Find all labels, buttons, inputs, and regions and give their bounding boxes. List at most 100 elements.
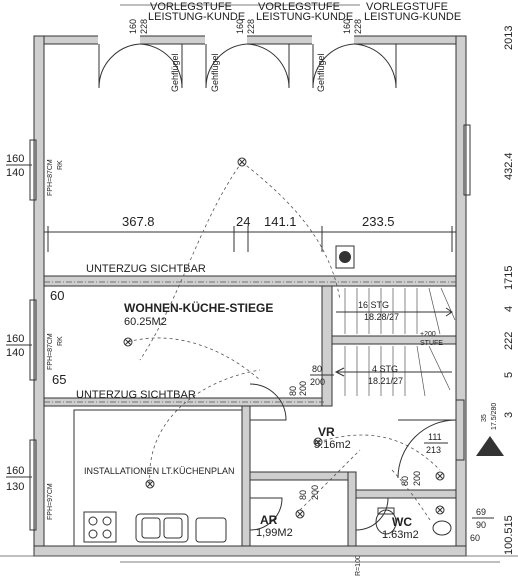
stairs xyxy=(334,287,456,397)
ceiling-light-icon xyxy=(313,437,323,447)
stair-steps-label: 4 STG xyxy=(372,364,398,374)
door-swing-2a xyxy=(205,43,248,89)
door-swing-3a xyxy=(312,43,355,89)
door-height-label: 200 xyxy=(298,381,308,396)
door-dim-label: 228 xyxy=(246,19,256,34)
right-window-frame xyxy=(463,124,471,196)
entrance-frame xyxy=(455,399,465,461)
leistung-kunde-label: LEISTUNG-KUNDE xyxy=(256,11,353,23)
stair-tread xyxy=(416,345,426,397)
ceiling-light-icon xyxy=(435,505,445,515)
door-dim-label: 228 xyxy=(139,19,149,34)
top-doors xyxy=(98,4,397,89)
window-frame-3 xyxy=(29,439,37,531)
stair-ratio-label: 18.28/27 xyxy=(364,312,399,322)
door-dim-label: 160 xyxy=(235,19,245,34)
circuit-line xyxy=(139,161,243,361)
kitchen xyxy=(73,409,243,547)
room-area: 1.63m2 xyxy=(382,529,419,541)
window-height-label: 140 xyxy=(6,167,24,179)
vorlegstufe-label: VORLEGSTUFE xyxy=(366,1,448,13)
stair-arrowhead-upper xyxy=(445,307,453,317)
room-name: WOHNEN-KÜCHE-STIEGE xyxy=(124,300,273,315)
door-opening-2 xyxy=(205,35,247,45)
stair-arrowhead-lower xyxy=(334,367,345,377)
beam-label: UNTERZUG SICHTBAR xyxy=(76,389,196,401)
dimension-row xyxy=(44,226,456,252)
door-swing-1b xyxy=(139,43,183,89)
radiator-label: RK xyxy=(57,160,64,170)
gehfluegel-label: Gehflügel xyxy=(170,53,180,92)
stair-ratio-label: 18.21/27 xyxy=(368,376,403,386)
margin-label: 1715 xyxy=(503,266,515,290)
vorlegstufe-label: VORLEGSTUFE xyxy=(258,1,340,13)
leistung-kunde-label: LEISTUNG-KUNDE xyxy=(148,11,245,23)
door-height-label: 200 xyxy=(412,471,422,486)
circuit-line xyxy=(391,469,431,521)
vorlegstufe-label: VORLEGSTUFE xyxy=(150,1,232,13)
stair-wall-left xyxy=(321,285,333,407)
room-name: AR xyxy=(260,513,278,527)
margin-label: 5 xyxy=(503,372,515,378)
stair-tread xyxy=(440,287,456,321)
circuit-line xyxy=(149,369,261,485)
door-swing-3b xyxy=(353,43,397,89)
radiator-label: RK xyxy=(57,336,64,346)
door-swing-entrance xyxy=(397,419,457,479)
right-wall xyxy=(455,35,467,557)
dimension-label: 24 xyxy=(236,214,250,229)
room-name: WC xyxy=(392,515,412,529)
leistung-kunde-label: LEISTUNG-KUNDE xyxy=(364,11,461,23)
margin-label: 222 xyxy=(503,332,515,350)
electrical-lines xyxy=(44,161,456,521)
stair-tread xyxy=(428,345,451,391)
door-swing-wc xyxy=(355,497,389,531)
dimension-label: 60 xyxy=(50,288,64,303)
entrance-width-label: 111 xyxy=(428,432,442,442)
dishwasher-icon xyxy=(195,517,227,543)
ceiling-light-icon xyxy=(435,471,445,481)
door-height-label: 200 xyxy=(310,377,325,387)
margin-label: 2013 xyxy=(503,26,515,50)
door-dim-label: 228 xyxy=(353,19,363,34)
window-fph-label: FPH=87CM xyxy=(47,333,54,370)
door-width-label: 80 xyxy=(312,364,322,374)
stair-stufe-label: STUFE xyxy=(420,340,443,347)
window-fph-label: FPH=97CM xyxy=(47,483,54,520)
circuit-line xyxy=(299,449,361,511)
circuit-line xyxy=(127,337,261,381)
washbasin-icon xyxy=(432,520,452,536)
dimension-label: 141.1 xyxy=(264,214,297,229)
interior-doors xyxy=(249,383,465,531)
window-width-label: 160 xyxy=(6,465,24,477)
margin-label: 3 xyxy=(503,412,515,418)
kitchen-counter-outline xyxy=(73,409,243,547)
door-width-label: 80 xyxy=(288,386,298,396)
entrance-height-label: 213 xyxy=(426,445,441,455)
room-area: 1,99M2 xyxy=(256,527,293,539)
circuit-line xyxy=(241,161,341,301)
door-width-label: 80 xyxy=(298,490,308,500)
beam-label: UNTERZUG SICHTBAR xyxy=(86,263,206,275)
wall-wc-top xyxy=(355,489,457,499)
ceiling-light-icon xyxy=(237,157,247,167)
dimension-label: 60 xyxy=(470,533,480,543)
circuit-line xyxy=(317,434,441,471)
room-area: 60.25M2 xyxy=(124,316,167,328)
wall-vr-left xyxy=(241,405,251,547)
gehfluegel-label: Gehflügel xyxy=(316,53,326,92)
dimension-label: 367.8 xyxy=(122,214,155,229)
margin-label: 35 xyxy=(481,414,488,422)
toilet-icon xyxy=(375,507,397,535)
door-dim-label: 160 xyxy=(128,19,138,34)
door-height-label: 200 xyxy=(310,485,320,500)
gehfluegel-label: Gehflügel xyxy=(210,53,220,92)
light-fixtures xyxy=(123,157,445,519)
bottom-wall xyxy=(33,545,467,557)
margin-label: 4 xyxy=(503,306,515,312)
room-area: 5.16m2 xyxy=(314,439,351,451)
window-frame-2 xyxy=(29,299,37,381)
door-swing-2b xyxy=(246,43,290,89)
window-width-label: 160 xyxy=(6,153,24,165)
